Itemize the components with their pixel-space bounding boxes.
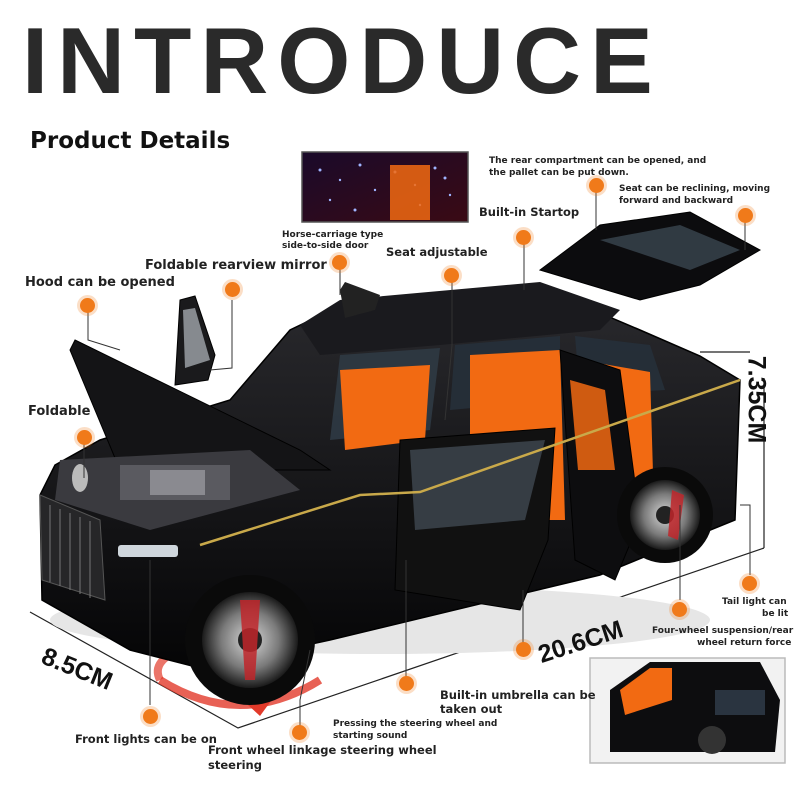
label-horse-carriage-1: Horse-carriage type: [282, 230, 384, 240]
label-rear-compartment-1: The rear compartment can be opened, and: [489, 156, 707, 166]
label-umbrella-1: Built-in umbrella can be: [440, 688, 596, 702]
dimension-height: 7.35CM: [742, 355, 771, 444]
callout-dot-front-lights: [143, 709, 158, 724]
callout-dot-horse-carriage: [332, 255, 347, 270]
label-suspension-1: Four-wheel suspension/rear: [652, 626, 794, 636]
callout-dot-startop: [516, 230, 531, 245]
callout-dot-tail-light: [742, 576, 757, 591]
product-details-title: Product Details: [30, 128, 231, 154]
callout-dot-umbrella: [516, 642, 531, 657]
label-linkage-1: Front wheel linkage steering wheel: [208, 743, 437, 757]
label-hood: Hood can be opened: [25, 275, 175, 290]
label-mirror: Foldable rearview mirror: [145, 258, 327, 273]
label-tail-light-2: be lit: [762, 609, 789, 619]
label-rear-compartment-2: the pallet can be put down.: [489, 168, 629, 178]
callout-dot-steering-sound: [399, 676, 414, 691]
callout-dot-foldable: [77, 430, 92, 445]
label-seat-reclining-1: Seat can be reclining, moving: [619, 184, 771, 194]
page-heading: INTRODUCE: [22, 8, 662, 113]
callout-dot-seat-adjustable: [444, 268, 459, 283]
label-startop: Built-in Startop: [479, 205, 580, 219]
callout-dot-seat-reclining: [738, 208, 753, 223]
label-steering-sound-1: Pressing the steering wheel and: [333, 719, 498, 729]
label-seat-reclining-2: forward and backward: [619, 196, 734, 206]
callout-dot-mirror: [225, 282, 240, 297]
label-front-lights: Front lights can be on: [75, 732, 217, 746]
label-seat-adjustable: Seat adjustable: [386, 245, 488, 259]
callout-lines: [83, 185, 751, 730]
callout-dot-hood: [80, 298, 95, 313]
label-suspension-2: wheel return force: [697, 638, 792, 648]
callout-dot-rear-compartment: [589, 178, 604, 193]
label-horse-carriage-2: side-to-side door: [282, 241, 369, 251]
label-linkage-2: steering: [208, 758, 262, 772]
label-steering-sound-2: starting sound: [333, 731, 408, 741]
label-tail-light-1: Tail light can: [722, 597, 787, 607]
label-foldable: Foldable: [28, 404, 91, 419]
callout-dot-linkage: [292, 725, 307, 740]
callout-dot-suspension: [672, 602, 687, 617]
label-umbrella-2: taken out: [440, 702, 503, 716]
